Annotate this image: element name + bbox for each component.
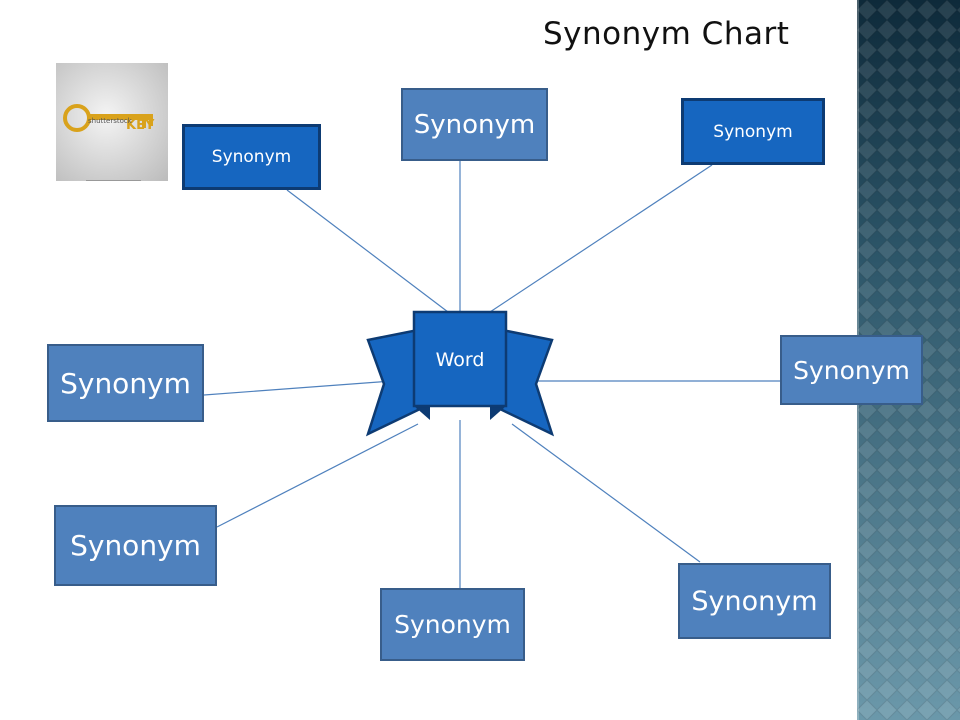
synonym-box-top-right[interactable]: Synonym [681, 98, 825, 165]
brand-text: shutterstock [88, 117, 133, 125]
synonym-box-bottom-center[interactable]: Synonym [380, 588, 525, 661]
ribbon-right-tail [500, 328, 555, 437]
connector-middle-left [203, 380, 393, 396]
synonym-label: Synonym [211, 147, 292, 167]
synonym-box-top-center[interactable]: Synonym [401, 88, 548, 161]
ribbon-center-panel [412, 310, 508, 408]
synonym-label: Synonym [413, 109, 536, 140]
synonym-label: Synonym [394, 610, 511, 639]
key-logo-image: KEY shutterstock [56, 63, 168, 181]
key-label: KEY [126, 118, 155, 133]
synonym-box-lower-left[interactable]: Synonym [54, 505, 217, 586]
connector-top-right [489, 164, 713, 313]
synonym-label: Synonym [70, 529, 201, 562]
center-word-ribbon: Word [362, 308, 558, 442]
slide-title: Synonym Chart [543, 16, 790, 52]
synonym-box-middle-right[interactable]: Synonym [780, 335, 923, 405]
synonym-label: Synonym [60, 366, 191, 400]
synonym-box-top-left[interactable]: Synonym [182, 124, 321, 190]
key-icon [63, 104, 153, 132]
connector-top-left [286, 189, 449, 313]
connector-bottom-right [511, 423, 701, 563]
synonym-label: Synonym [713, 121, 793, 142]
connector-lower-left [216, 423, 419, 528]
synonym-box-middle-left[interactable]: Synonym [47, 344, 204, 422]
synonym-box-bottom-right[interactable]: Synonym [678, 563, 831, 639]
ribbon-left-tail [365, 328, 420, 437]
synonym-label: Synonym [793, 355, 910, 385]
center-word: Word [436, 349, 485, 371]
synonym-label: Synonym [691, 585, 818, 617]
